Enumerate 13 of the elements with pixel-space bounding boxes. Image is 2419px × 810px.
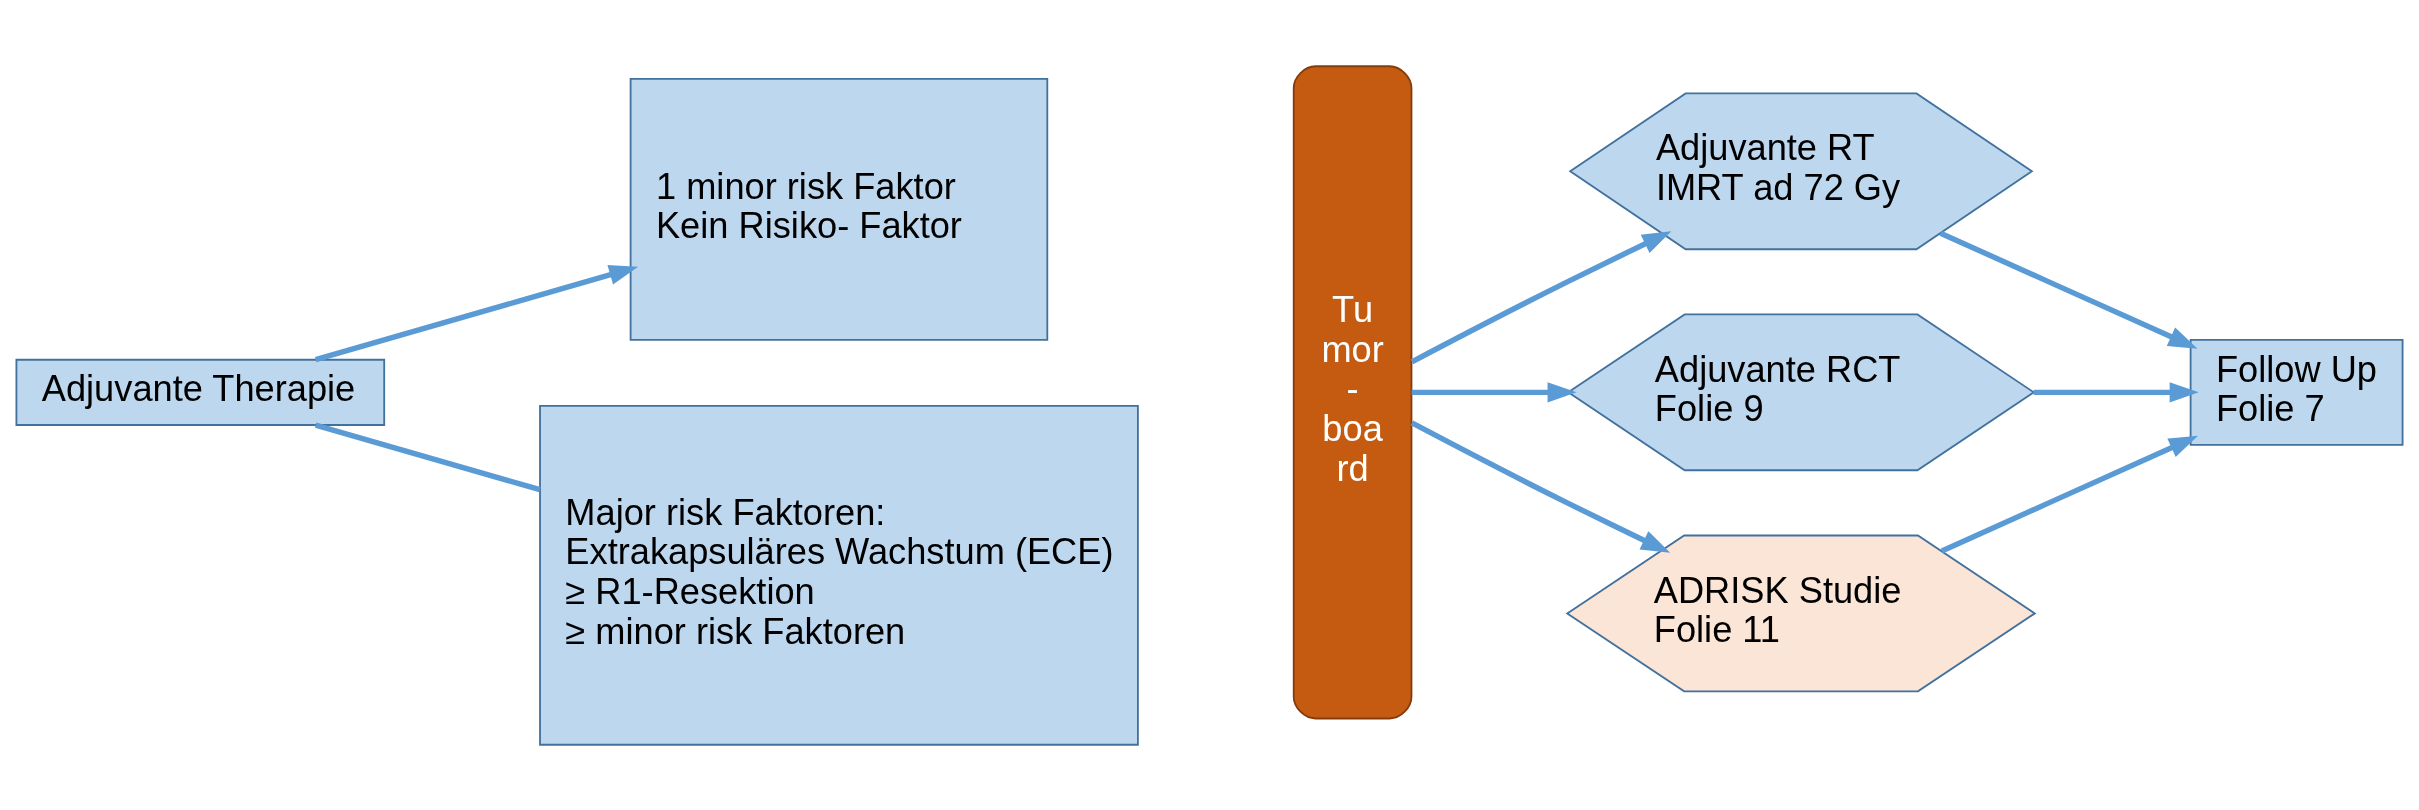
arrow <box>2033 381 2199 403</box>
node-box: Adjuvante Therapie <box>15 358 386 426</box>
node-box: Tu mor - boa rd <box>1292 64 1413 719</box>
arrow <box>1410 420 1671 553</box>
arrow <box>1940 435 2198 553</box>
arrow <box>314 264 639 362</box>
arrow <box>1939 230 2198 349</box>
node-box: 1 minor risk Faktor Kein Risiko- Faktor <box>629 77 1049 341</box>
arrow <box>1411 381 1577 403</box>
node-box: Major risk Faktoren: Extrakapsuläres Wachstum (ECE) ≥ R1-Resektion ≥ minor risk Faktoren <box>539 404 1139 746</box>
node-box: Follow Up Folie 7 <box>2189 338 2404 446</box>
connector <box>314 421 541 492</box>
arrow <box>1410 230 1672 364</box>
